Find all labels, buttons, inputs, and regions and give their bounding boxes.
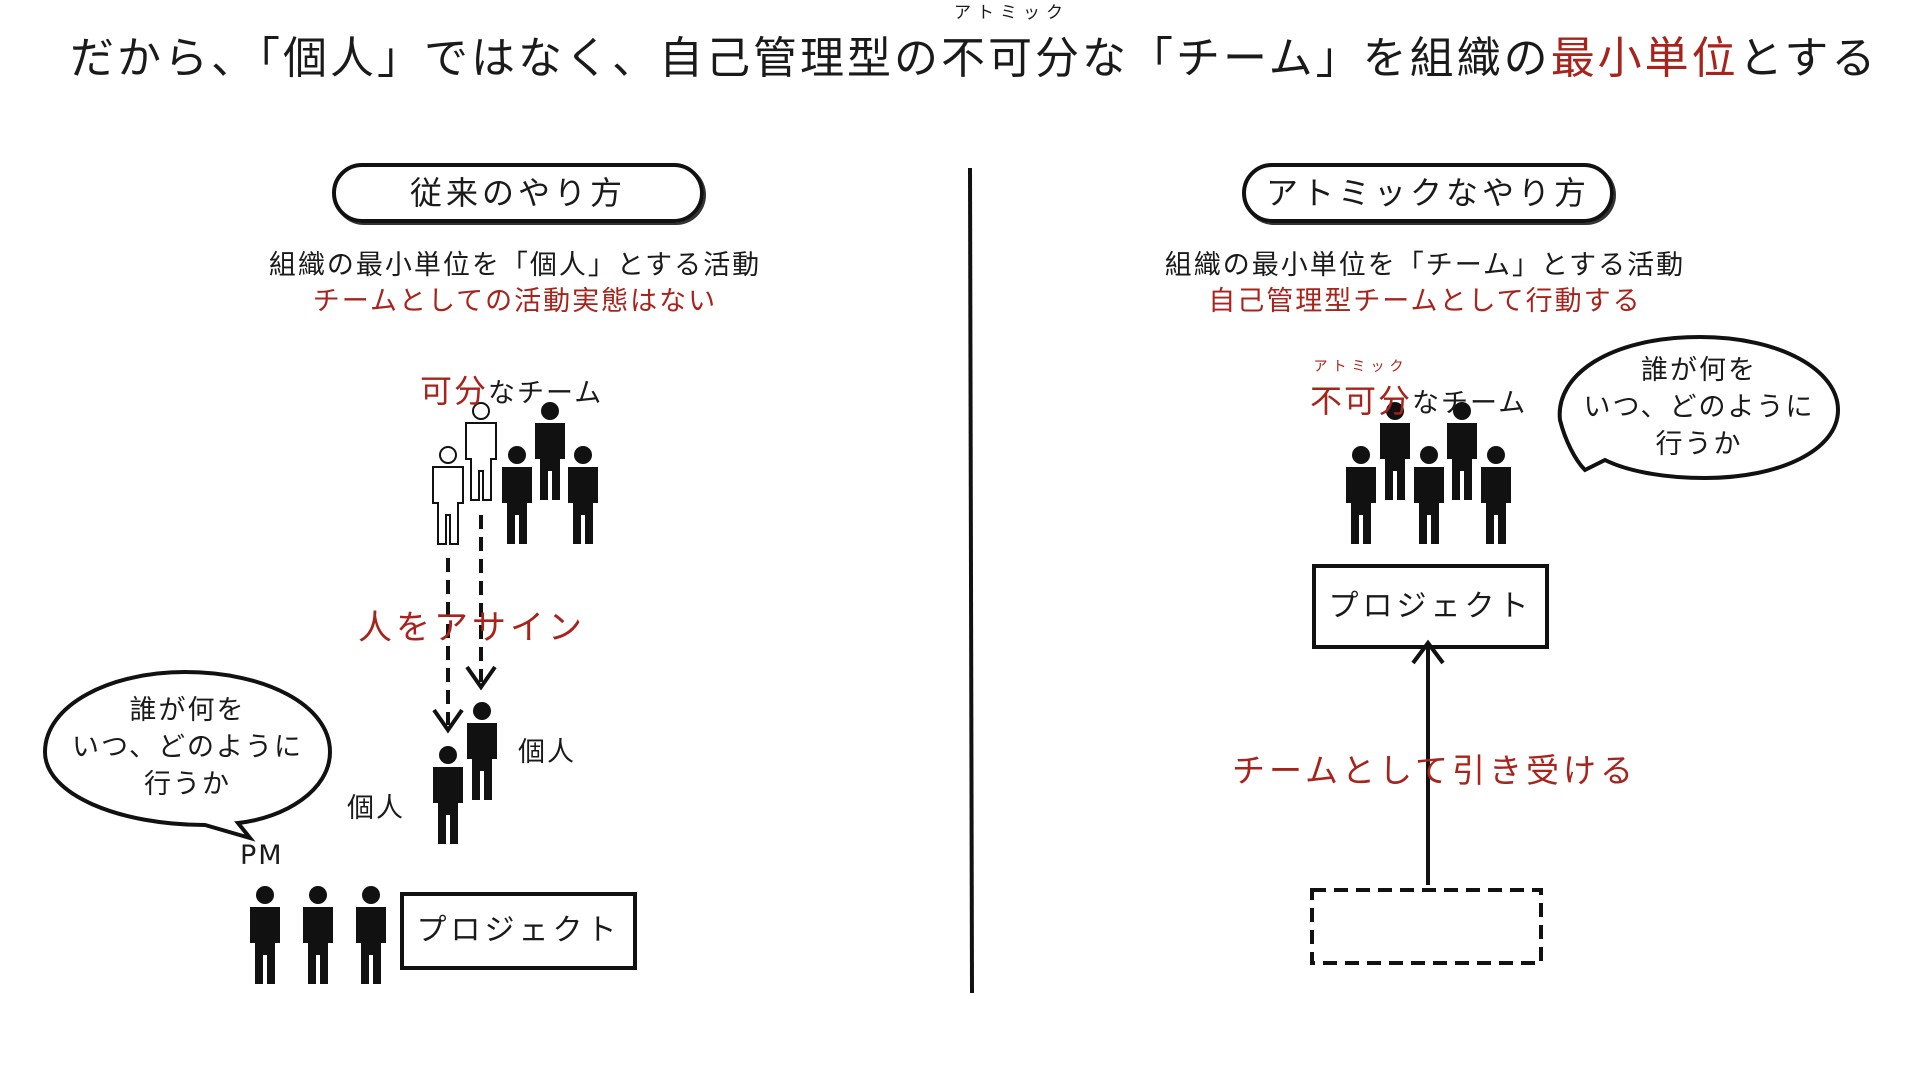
- right-heading: アトミックなやり方: [1265, 174, 1590, 212]
- person-icon: [433, 746, 463, 844]
- person-icon: [467, 702, 497, 800]
- person-icon: [535, 402, 565, 500]
- placeholder-project-box: [1310, 888, 1543, 965]
- person-icon: [568, 446, 598, 544]
- right-project-box: プロジェクト: [1312, 564, 1549, 649]
- left-heading: 従来のやり方: [409, 174, 626, 212]
- left-bubble-text: 誰が何を いつ、どのように 行うか: [72, 695, 303, 800]
- title-ruby-text: アトミック: [954, 3, 1069, 23]
- title-highlight: 最小単位: [1550, 33, 1739, 84]
- person-icon: [303, 886, 333, 984]
- atomic-team-label: アトミック不可分なチーム: [1310, 359, 1528, 420]
- right-desc-line1: 組織の最小単位を「チーム」とする活動: [1164, 250, 1686, 281]
- person-icon: [1414, 446, 1444, 544]
- title-ruby: アトミック不可分: [941, 3, 1082, 86]
- person-outline-icon: [465, 402, 497, 501]
- left-desc-line2: チームとしての活動実態はない: [312, 286, 718, 317]
- pm-team-figures: [250, 886, 386, 984]
- left-speech-bubble: [42, 669, 333, 842]
- person-icon: [1346, 446, 1376, 544]
- person-icon: [250, 886, 280, 984]
- individual-label-left: 個人: [347, 793, 405, 824]
- person-icon: [502, 446, 532, 544]
- divisible-team-label: 可分なチーム: [420, 372, 604, 410]
- page-title: だから、「個人」ではなく、自己管理型のアトミック不可分な「チーム」を組織の最小単…: [70, 3, 1875, 86]
- left-project-box: プロジェクト: [400, 892, 637, 970]
- right-bubble-text: 誰が何を いつ、どのように 行うか: [1583, 355, 1815, 460]
- right-desc-line2: 自己管理型チームとして行動する: [1208, 286, 1642, 317]
- right-speech-bubble: [1557, 334, 1841, 481]
- person-outline-icon: [432, 446, 464, 545]
- right-heading-pill: アトミックなやり方: [1242, 163, 1614, 223]
- assign-arrows: [432, 515, 497, 734]
- person-icon: [356, 886, 386, 984]
- center-divider: [968, 167, 974, 994]
- individual-label-right: 個人: [518, 737, 576, 768]
- left-desc-line1: 組織の最小単位を「個人」とする活動: [268, 250, 762, 281]
- person-icon: [1481, 446, 1511, 544]
- left-heading-pill: 従来のやり方: [332, 163, 704, 223]
- accept-arrow: [1411, 639, 1445, 885]
- atomic-team-figures: [1346, 402, 1511, 544]
- left-description: 組織の最小単位を「個人」とする活動 チームとしての活動実態はない: [200, 248, 830, 320]
- right-project-label: プロジェクト: [1328, 589, 1533, 624]
- pm-label: PM: [240, 840, 284, 871]
- assign-label: 人をアサイン: [358, 608, 586, 648]
- right-description: 組織の最小単位を「チーム」とする活動 自己管理型チームとして行動する: [1110, 248, 1740, 320]
- divisible-team-figures: [432, 402, 598, 545]
- left-project-label: プロジェクト: [416, 913, 621, 948]
- accept-label: チームとして引き受ける: [1232, 751, 1638, 790]
